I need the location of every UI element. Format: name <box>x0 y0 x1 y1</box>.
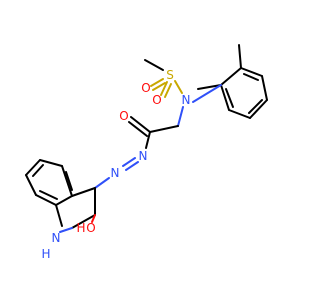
bond-benzo-4 <box>39 159 63 167</box>
bond-azo-indole <box>94 177 110 189</box>
bond-nitrogen-methylene <box>177 106 184 127</box>
bond-layer <box>25 44 268 233</box>
bond-methyl-sulfur <box>144 59 164 71</box>
atom-o-hydroxy: O <box>86 221 95 235</box>
atom-n-indole: N <box>52 231 61 245</box>
atom-s-sulfonyl: S <box>166 68 174 82</box>
bond-azo-a <box>122 157 136 167</box>
bond-tolyl-6 <box>228 109 251 119</box>
bond-tolyl-4 <box>261 75 268 101</box>
bond-tolyl-7 <box>220 84 230 111</box>
atom-o-carbonyl: O <box>119 109 128 123</box>
bond-tolyl-inner-2 <box>248 99 263 114</box>
bond-tolyl-3 <box>240 67 263 77</box>
bond-benzo-3 <box>25 159 41 176</box>
bond-indole-c7a-c3a <box>55 204 63 227</box>
atom-h-hydroxy: H <box>76 221 85 235</box>
bond-benzo-2 <box>25 174 37 196</box>
bond-tolyl-methyl <box>238 44 242 69</box>
bond-sulfur-oxygen-bottom-b <box>164 83 172 98</box>
bond-benzo-inner-2 <box>39 190 58 200</box>
bond-tolyl-5 <box>249 99 268 119</box>
atom-label-layer: O S O N O N N O H N H <box>41 68 190 261</box>
bond-carbonyl-oxygen-a <box>130 116 151 133</box>
bond-azo-b <box>125 161 139 171</box>
atom-n-sulfonamide: N <box>182 93 191 107</box>
bond-indole-c2-n1 <box>71 214 96 229</box>
atom-h-indole: H <box>41 247 50 261</box>
bond-methylene-carbonyl <box>149 125 179 133</box>
bond-sulfur-nitrogen <box>174 80 183 94</box>
bond-indole-n1-c7a <box>59 227 73 233</box>
bond-benzo-inner-3 <box>65 171 73 191</box>
bond-benzo-1 <box>35 194 57 206</box>
bond-sulfur-oxygen-bottom-a <box>160 81 168 96</box>
bond-sulfur-oxygen-left-b <box>152 82 166 91</box>
bond-tolyl-1 <box>197 84 222 90</box>
bond-indole-c3a-c3b <box>55 195 73 206</box>
molecule-structure: O S O N O N N O H N H <box>25 44 268 261</box>
atom-n-hydrazone-2: N <box>111 166 120 180</box>
bond-indole-c3-c3a <box>71 187 96 197</box>
bond-tolyl-2 <box>220 67 242 86</box>
bond-nitrogen-aryl <box>192 84 222 103</box>
bond-carbonyl-nitrogen <box>145 131 151 149</box>
bond-benzo-5 <box>61 165 73 197</box>
atom-o-sulfonyl-left: O <box>141 81 150 95</box>
molecule-canvas: O S O N O N N O H N H <box>25 44 268 261</box>
atom-o-sulfonyl-bottom: O <box>152 93 161 107</box>
bond-carbonyl-oxygen-b <box>128 121 148 137</box>
bond-tolyl-inner-3 <box>225 88 234 108</box>
bond-sulfur-oxygen-left-a <box>150 78 164 87</box>
bond-benzo-inner-1 <box>32 164 44 177</box>
bond-tolyl-inner-1 <box>243 73 259 81</box>
bond-c2-hydroxy <box>91 214 96 223</box>
atom-n-hydrazone-1: N <box>139 149 148 163</box>
